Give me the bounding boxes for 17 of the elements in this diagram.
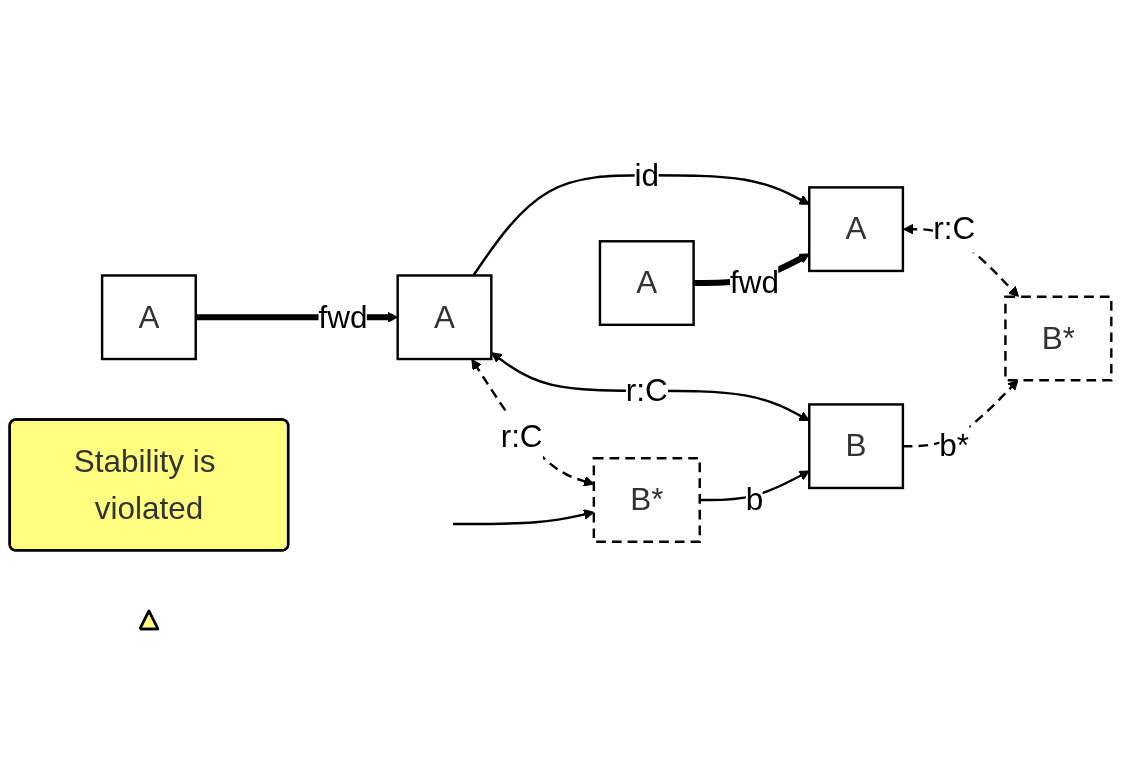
edge-label: fwd — [730, 263, 779, 301]
node-box: A — [100, 273, 197, 360]
edge-label: r:C — [625, 371, 668, 409]
node-box: B* — [1004, 295, 1113, 382]
edge-label: r:C — [933, 210, 976, 247]
edge-label: b* — [939, 427, 970, 464]
edge-label: id — [634, 156, 660, 193]
edge-label: fwd — [318, 298, 368, 335]
node-box: A — [598, 239, 695, 326]
arrow — [472, 173, 810, 276]
node-box: B* — [592, 456, 701, 543]
node-box: B — [808, 402, 905, 489]
edge-label: b — [745, 480, 764, 518]
node-box: A — [808, 185, 905, 272]
arrow — [491, 351, 810, 421]
edge-label: r:C — [500, 417, 543, 454]
node-box: A — [396, 273, 493, 360]
